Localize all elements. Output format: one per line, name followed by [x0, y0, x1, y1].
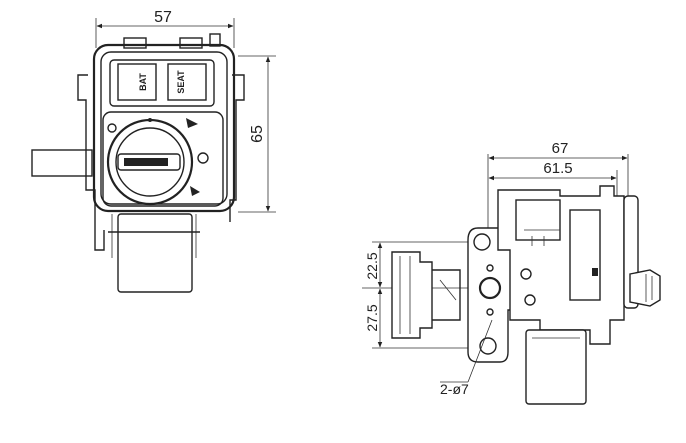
side-body	[497, 185, 625, 345]
upper-hole-dimension-label: 22.5	[364, 252, 380, 279]
housing-inner	[100, 51, 228, 205]
width-dimension: 57	[95, 9, 235, 48]
bat-switch-label: BAT	[138, 73, 148, 91]
arrow-icon	[186, 118, 198, 128]
top-lug-left	[123, 37, 147, 49]
lock-pos-icon	[107, 123, 117, 133]
left-bracket	[77, 74, 105, 251]
marker-dot	[148, 118, 152, 122]
key-plate	[102, 111, 224, 207]
upper-mount-hole	[473, 233, 491, 251]
left-shaft	[31, 149, 93, 177]
right-knob	[629, 269, 661, 307]
side-pivot-lower	[524, 294, 536, 306]
side-bottom-block	[525, 329, 587, 405]
side-body-window	[569, 209, 601, 301]
switch-panel	[109, 59, 215, 107]
arrow-icon-lower	[190, 186, 200, 196]
lower-mount-hole	[479, 337, 497, 355]
key-slot-insert	[124, 158, 168, 166]
width-dimension-label: 57	[154, 9, 172, 26]
side-indicator	[592, 268, 598, 276]
top-lug-right	[179, 37, 203, 49]
hole-note-leader	[467, 319, 493, 383]
inner-dimension: 61.5	[488, 160, 618, 196]
small-hole-upper	[486, 264, 494, 272]
center-hole	[478, 276, 502, 300]
vertical-dimensions: 22.5 27.5	[362, 241, 490, 349]
side-pivot	[520, 268, 532, 280]
overall-dimension-label: 67	[552, 140, 569, 157]
height-dimension-label: 65	[249, 125, 266, 143]
inner-dimension-label: 61.5	[543, 160, 572, 177]
side-body-inner	[515, 199, 561, 241]
seat-switch	[167, 63, 207, 101]
bat-switch	[117, 63, 157, 101]
side-view: 67 61.5 22.5 27.5	[362, 140, 661, 405]
bottom-block	[117, 213, 193, 293]
right-bracket	[229, 74, 245, 222]
left-connector	[391, 251, 433, 339]
on-pos-icon	[197, 152, 209, 164]
front-view: 57 65 BAT SEAT	[31, 9, 276, 293]
hole-note-label: 2-ø7	[440, 381, 469, 397]
lower-hole-dimension-label: 27.5	[364, 304, 380, 331]
height-dimension: 65	[238, 55, 276, 213]
small-hole-lower	[486, 308, 494, 316]
seat-switch-label: SEAT	[176, 70, 186, 94]
key-dial-inner	[115, 127, 185, 197]
housing-outer	[92, 43, 236, 213]
overall-dimension: 67	[487, 140, 629, 230]
